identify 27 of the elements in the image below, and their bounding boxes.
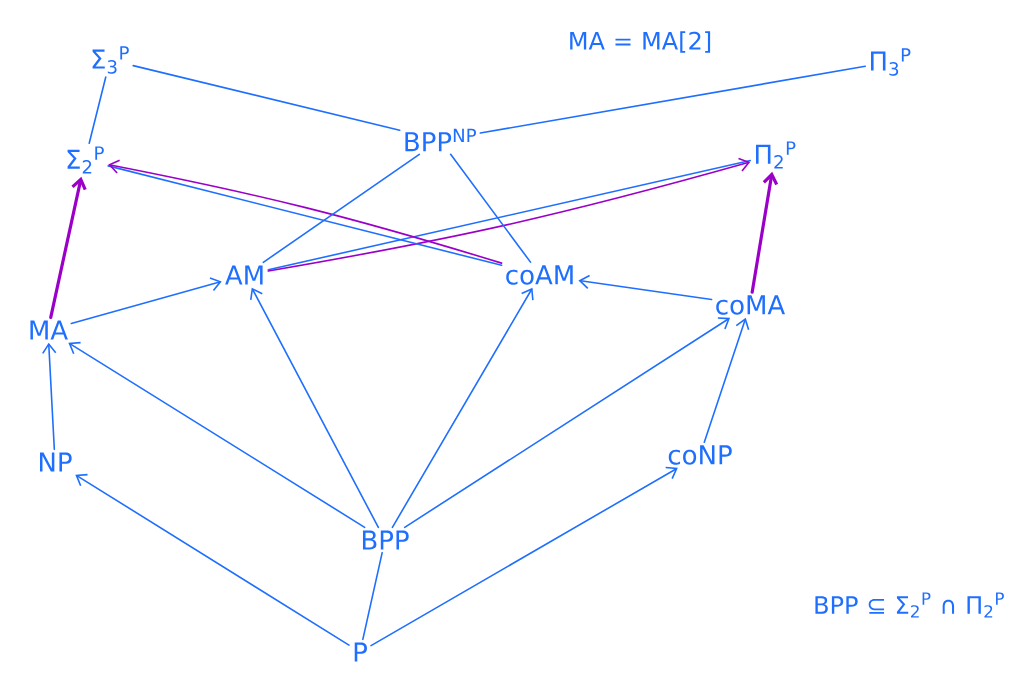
inclusion-note: BPP ⊆ Σ$_{2}$$^{P}$ ∩ Π$_{2}$P [815, 592, 1004, 618]
class-name: coAM [506, 265, 573, 285]
class-name: Σ$_{2}$P [67, 146, 104, 174]
class-name: Π$_{3}$P [871, 48, 911, 76]
class-name: Π$_{2}$P [756, 141, 796, 169]
arrow [250, 287, 380, 529]
arrow [750, 171, 779, 294]
class-name: coMA [716, 295, 785, 315]
class-name: P [354, 642, 367, 662]
class-name: AM [225, 265, 263, 285]
arrow [370, 466, 678, 647]
class-name: MA [30, 320, 68, 340]
arrow [703, 317, 750, 443]
class-name: coNP [668, 445, 732, 465]
arrow [75, 473, 350, 646]
arrow [578, 274, 713, 301]
arrow [49, 176, 87, 319]
class-name: Σ$_{3}$P [92, 46, 129, 74]
arrow [391, 287, 534, 529]
class-name: BPP [362, 530, 409, 550]
class-name: BPP$^{NP}$ [405, 128, 476, 152]
arrow [41, 342, 57, 451]
equation-text: MA = MA[2] [570, 31, 711, 53]
arrow [403, 317, 731, 529]
arrow [68, 341, 366, 529]
class-name: NP [40, 452, 72, 472]
arrow [70, 277, 222, 325]
